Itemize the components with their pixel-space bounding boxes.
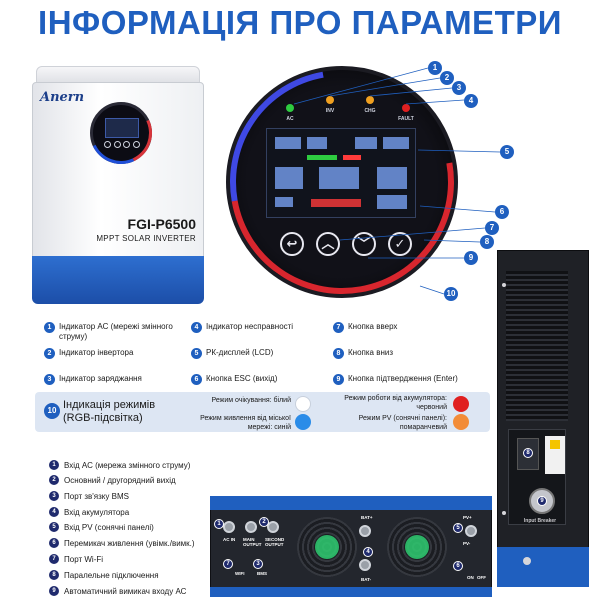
callout-2: 2 xyxy=(440,71,454,85)
inverter-unit: Anern FGI-P6500 MPPT SOLAR INVERTER xyxy=(32,66,204,304)
back-callout-5: 5 xyxy=(453,523,463,533)
side-callout-8: 8 xyxy=(523,448,533,458)
callout-6: 6 xyxy=(495,205,509,219)
second-output-terminal[interactable] xyxy=(267,521,279,533)
led-fault xyxy=(402,104,410,112)
main-output-label: MAIN OUTPUT xyxy=(243,537,262,547)
callout-1: 1 xyxy=(428,61,442,75)
side-port-panel: 8 9 Input Breaker xyxy=(508,429,566,525)
pv-minus-label: PV- xyxy=(463,541,471,546)
pv-terminal[interactable] xyxy=(465,525,477,537)
unit-blue-base xyxy=(32,256,204,304)
callout-8: 8 xyxy=(480,235,494,249)
bat-minus-label: BAT- xyxy=(361,577,372,582)
back-panel-bottom-trim xyxy=(210,587,492,597)
callout-3: 3 xyxy=(452,81,466,95)
led-ac xyxy=(286,104,294,112)
bat-plus-label: BAT+ xyxy=(361,515,373,520)
callout-4: 4 xyxy=(464,94,478,108)
mode-callout-10: 10 xyxy=(44,403,60,419)
model-subtitle: MPPT SOLAR INVERTER xyxy=(96,234,196,243)
model-name: FGI-P6500 xyxy=(127,216,196,232)
pv-plus-label: PV+ xyxy=(463,515,472,520)
callout-10: 10 xyxy=(444,287,458,301)
power-on-label: ON xyxy=(467,575,474,580)
back-callout-6: 6 xyxy=(453,561,463,571)
power-off-label: OFF xyxy=(477,575,486,580)
callout-5: 5 xyxy=(500,145,514,159)
warning-sticker xyxy=(545,436,565,474)
wifi-label: WIFI xyxy=(235,571,245,576)
lcd-screen xyxy=(266,128,416,218)
mode-battery-dot xyxy=(453,396,469,412)
side-vent xyxy=(506,271,568,421)
ac-in-label: AC IN xyxy=(223,537,236,542)
mode-pv-dot xyxy=(453,414,469,430)
esc-button[interactable]: ↩ xyxy=(280,232,304,256)
back-callout-4: 4 xyxy=(363,547,373,557)
mode-indication-panel: 10 Індикація режимів (RGB-підсвітка) Реж… xyxy=(35,392,490,432)
cooling-fan-right xyxy=(387,517,447,577)
mode-standby-label: Режим очікування: білий xyxy=(211,397,291,404)
unit-mini-buttons xyxy=(104,141,140,148)
callout-9: 9 xyxy=(464,251,478,265)
led-fault-label: FAULT xyxy=(398,116,414,122)
mode-standby-dot xyxy=(295,396,311,412)
main-output-terminal[interactable] xyxy=(245,521,257,533)
led-chg xyxy=(366,96,374,104)
input-breaker-label: Input Breaker xyxy=(523,518,557,524)
mode-grid-dot xyxy=(295,414,311,430)
mode-grid-label: Режим живлення від міської мережі: синій xyxy=(200,415,291,431)
mode-title: Індикація режимів (RGB-підсвітка) xyxy=(63,399,156,424)
enter-button[interactable]: ✓ xyxy=(388,232,412,256)
mode-pv-label: Режим PV (сонячні панелі): помаранчевий xyxy=(358,415,447,431)
callout-7: 7 xyxy=(485,221,499,235)
side-blue-base xyxy=(497,547,589,587)
back-callout-1: 1 xyxy=(214,519,224,529)
battery-terminal-plus[interactable] xyxy=(359,525,371,537)
page-title: ІНФОРМАЦІЯ ПРО ПАРАМЕТРИ xyxy=(38,4,562,41)
back-panel-top-trim xyxy=(210,496,492,510)
led-inv xyxy=(326,96,334,104)
led-ac-label: AC xyxy=(286,116,294,122)
led-chg-label: CHG xyxy=(364,108,376,114)
cooling-fan-left xyxy=(297,517,357,577)
brand-logo: Anern xyxy=(40,90,85,105)
unit-mini-display xyxy=(81,93,161,173)
back-callout-7: 7 xyxy=(223,559,233,569)
back-callout-2: 2 xyxy=(259,517,269,527)
back-panel: 1 AC IN MAIN OUTPUT 2 SECOND OUTPUT 7 WI… xyxy=(210,496,492,597)
mode-battery-label: Режим роботи від акумулятора: червоний xyxy=(344,395,447,411)
down-button[interactable]: ﹀ xyxy=(352,232,376,256)
display-closeup: AC INV CHG FAULT ↩ ︿ ﹀ ✓ xyxy=(186,26,498,338)
side-view-unit: 8 9 Input Breaker xyxy=(497,250,589,587)
up-button[interactable]: ︿ xyxy=(316,232,340,256)
led-inv-label: INV xyxy=(325,108,335,114)
back-callout-3: 3 xyxy=(253,559,263,569)
battery-terminal-minus[interactable] xyxy=(359,559,371,571)
second-output-label: SECOND OUTPUT xyxy=(265,537,285,547)
bms-label: BMS xyxy=(257,571,267,576)
ac-in-terminal[interactable] xyxy=(223,521,235,533)
side-callout-9: 9 xyxy=(537,496,547,506)
